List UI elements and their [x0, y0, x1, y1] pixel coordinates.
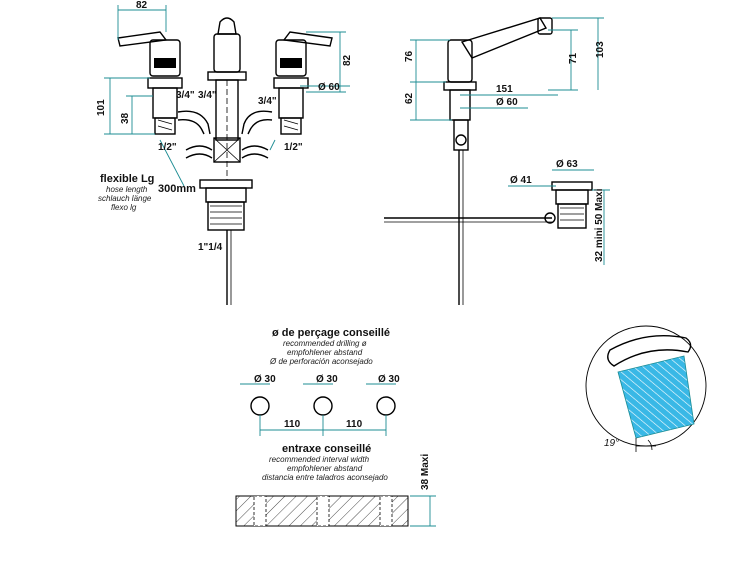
dim-103: 103 [595, 41, 606, 58]
dim-101: 101 [96, 99, 107, 116]
hole-dia-3: Ø 30 [378, 374, 400, 385]
waste-assembly [199, 179, 253, 305]
interval-title: entraxe conseillé [282, 443, 371, 455]
dim-waste-range: 32 mini 50 Maxi [594, 188, 605, 262]
dim-76: 76 [404, 50, 415, 62]
center-spout [207, 17, 247, 180]
dim-dia-41: Ø 41 [510, 175, 532, 186]
thread-3-4-left: 3/4" [176, 90, 195, 101]
right-handle [273, 31, 333, 135]
dim-82-height: 82 [342, 54, 353, 66]
thread-1-2-right: 1/2" [284, 142, 303, 153]
hole-dia-2: Ø 30 [316, 374, 338, 385]
spacing-2: 110 [346, 419, 363, 430]
dim-dia-63: Ø 63 [556, 159, 578, 170]
hose-line3: flexo lg [111, 203, 137, 212]
thread-1-2-left: 1/2" [158, 142, 177, 153]
left-handle [117, 31, 183, 135]
hole-dia-1: Ø 30 [254, 374, 276, 385]
hose-line1: hose length [106, 185, 148, 194]
drilling-title: ø de perçage conseillé [272, 327, 390, 339]
drilling-line2: empfohlener abstand [287, 348, 363, 357]
dim-38: 38 [120, 112, 131, 124]
interval-section [235, 495, 436, 527]
dim-dia-60-front: Ø 60 [318, 82, 340, 93]
hose-length: 300mm [158, 183, 196, 195]
drilling-line1: recommended drilling ø [283, 339, 367, 348]
drilling-plan [240, 383, 396, 436]
spacing-1: 110 [284, 419, 301, 430]
front-view: 82 82 101 38 3/4" 3/4" 3/4" 1/2" 1/2" Ø … [96, 0, 353, 305]
dim-38-maxi: 38 Maxi [420, 454, 431, 490]
interval-line3: distancia entre taladros aconsejado [262, 473, 388, 482]
dim-71: 71 [568, 52, 579, 64]
thread-3-4-right: 3/4" [258, 96, 277, 107]
side-view [384, 17, 610, 305]
hose-title: flexible Lg [100, 173, 154, 185]
dim-151: 151 [496, 84, 513, 95]
interval-line1: recommended interval width [269, 455, 370, 464]
dim-82-width: 82 [136, 0, 148, 11]
drilling-line3: Ø de perforación aconsejado [269, 357, 373, 366]
hose-line2: schlauch länge [98, 194, 152, 203]
waste-thread: 1"1/4 [198, 242, 223, 253]
dim-62: 62 [404, 92, 415, 104]
spray-detail [585, 325, 707, 452]
spray-angle: 19° [604, 438, 619, 449]
dim-dia-60-side: Ø 60 [496, 97, 518, 108]
front-dimensions [104, 5, 350, 187]
interval-line2: empfohlener abstand [287, 464, 363, 473]
hoses [177, 110, 273, 163]
thread-3-4-mid: 3/4" [198, 90, 217, 101]
